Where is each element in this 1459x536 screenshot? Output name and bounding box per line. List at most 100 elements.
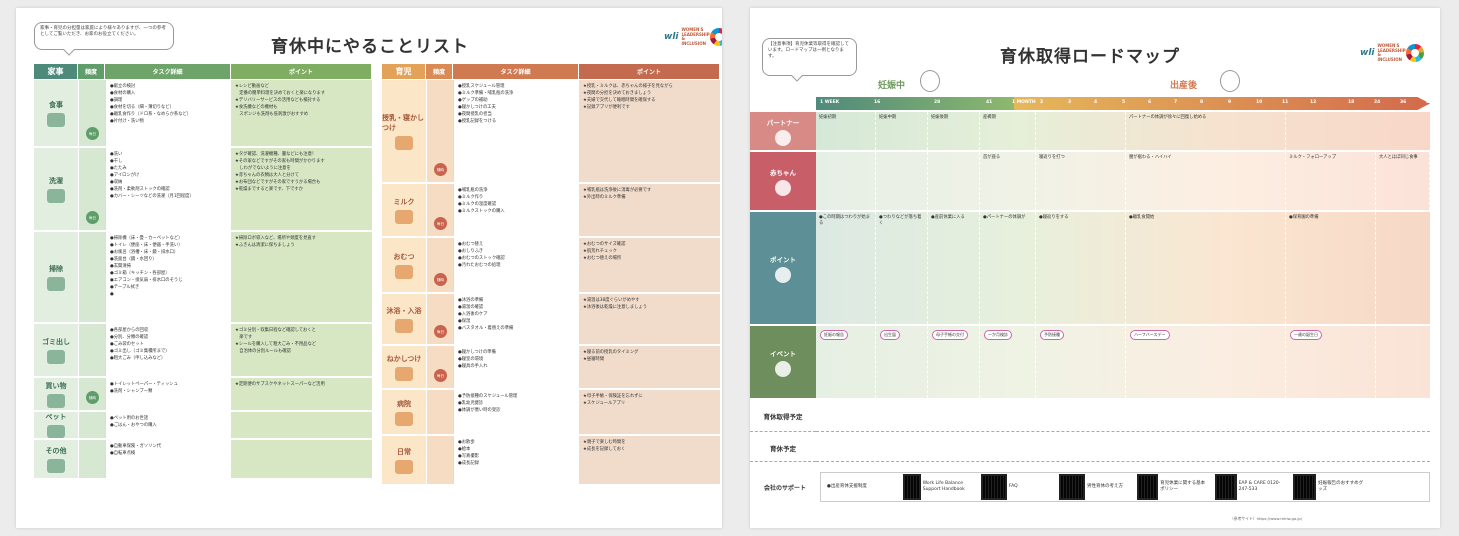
point-item: ★夫婦で交代して睡眠時間を確保する [583, 98, 656, 103]
task-item: ●ミルクの温度確認 [458, 202, 497, 207]
roadmap-row-label: ポイント [750, 212, 816, 324]
row-name: 赤ちゃん [770, 168, 796, 177]
childcare-header-freq: 頻度 [426, 64, 453, 79]
category-label: 病院 [382, 390, 426, 434]
task-item: ●ミルクストックの購入 [458, 209, 505, 214]
roadmap-cell-text: ●保育園の準備 [1289, 215, 1319, 220]
point-item: ★親子で楽しむ時間を [583, 440, 626, 445]
point-list: ★タグ確認、洗濯機種、量などにも注意！★その家などですがその家も時間がかかります… [231, 148, 372, 230]
task-item: ●分別、分類の確認 [110, 335, 149, 340]
frequency-badge: 毎日 [86, 127, 99, 140]
roadmap-cell-text: 一歳の誕生日 [1290, 330, 1322, 341]
support-item-label: Work Life Balance Support Handbook [922, 481, 965, 492]
task-item: ●成長記録 [458, 461, 479, 466]
point-item: ★記録アプリが便利です [583, 105, 630, 110]
roadmap-row: 赤ちゃん首が座る寝返りを打つ腰が据わる・ハイハイミルク・フォローアップ大人とほぼ… [750, 152, 1430, 210]
task-item: ●寝具の手入れ [458, 364, 488, 369]
point-item: ★タグ確認、洗濯機種、量などにも注意！ [235, 152, 317, 157]
roadmap-row-label: 育休取得予定 [750, 400, 816, 432]
row-name: 育休予定 [770, 444, 796, 453]
task-item: ●哺乳瓶の洗浄 [458, 188, 488, 193]
qr-code-icon [903, 474, 921, 500]
point-list: ★親子で楽しむ時間を ★成長を記録しておく [579, 436, 720, 484]
support-item[interactable]: 妊娠報告のおすすめグッズ [1292, 474, 1365, 500]
category-label: おむつ [382, 238, 426, 292]
category-label: 買い物 [34, 378, 78, 410]
task-item: ●片付け・洗い物 [110, 119, 144, 124]
support-item[interactable]: 男性育休の考え方 [1059, 474, 1131, 500]
roadmap-row-label: 赤ちゃん [750, 152, 816, 210]
roadmap-row-label: 育休予定 [750, 434, 816, 462]
row-avatar-icon [775, 360, 791, 377]
roadmap-title: 育休取得ロードマップ [1000, 47, 1180, 67]
roadmap-cell: パートナーの体調が徐々に回復し始める [1126, 112, 1286, 150]
housework-header-tasks: タスク詳細 [105, 64, 231, 79]
roadmap-cell-text: 一か月検診 [984, 330, 1012, 341]
support-item[interactable]: FAQ [981, 474, 1053, 500]
timeline-tick: 11 [1282, 100, 1289, 105]
timeline-tick: 8 [1200, 100, 1204, 105]
support-items: ●出産育休支援制度 Work Life Balance Support Handb… [820, 472, 1430, 502]
task-list: ●ペット用のお世話●ごはん・おやつの購入 [105, 412, 231, 438]
category-name: ペット [45, 413, 67, 421]
task-list: ●授乳スケジュール管理●ミルク準備・哺乳瓶の洗浄●ゲップの補助●寝かしつけの工夫… [453, 80, 579, 182]
category-label: その他 [34, 440, 78, 478]
table-row: 授乳・寝かしつけ随時●授乳スケジュール管理●ミルク準備・哺乳瓶の洗浄●ゲップの補… [382, 80, 720, 184]
timeline-tick: 3 [1068, 100, 1072, 105]
support-item[interactable]: ●出産育休支援制度 [827, 484, 897, 490]
table-row: ペット ●ペット用のお世話●ごはん・おやつの購入 [34, 412, 372, 440]
qr-code-icon [1292, 474, 1317, 500]
category-icon [47, 458, 65, 473]
roadmap-cell-text: ●寝返りをする [1039, 215, 1069, 220]
intro-note: 家事・育児の分担量は家庭により様々ありますが、一つの参考としてご覧いただき、お家… [34, 22, 174, 50]
frequency-cell: 毎日 [426, 346, 453, 388]
frequency-cell: 随時 [426, 238, 453, 292]
row-name: パートナー [766, 118, 800, 127]
point-item: ★肌荒れチェック [583, 249, 617, 254]
task-item: ●予防接種のスケジュール管理 [458, 394, 518, 399]
task-item: ●テーブル拭き [110, 285, 140, 290]
roadmap-cell: ●寝返りをする [1036, 212, 1126, 324]
pregnant-illustration-icon [920, 70, 940, 92]
roadmap-cell [928, 152, 980, 210]
point-item: ★成長を記録しておく [583, 447, 626, 452]
roadmap-cell: ハーフバースデー [1126, 326, 1286, 398]
childcare-header-tasks: タスク詳細 [453, 64, 579, 79]
support-item[interactable]: Work Life Balance Support Handbook [903, 474, 975, 500]
support-item[interactable]: 育児休業に関する基本ポリシー [1136, 474, 1209, 500]
point-item: ★夜間の分担を決めておきましょう [583, 91, 652, 96]
timeline-tick: 9 [1228, 100, 1232, 105]
category-icon [395, 459, 413, 474]
point-item: ★お布団などですがその家ですうかる場合も [235, 180, 321, 185]
roadmap-cell: 妊娠初期 [816, 112, 876, 150]
timeline-tick: 10 [1256, 100, 1263, 105]
roadmap-logo: wli WOMEN'S LEADERSHIP & INCLUSION [1360, 43, 1425, 62]
support-item-label: 育児休業に関する基本ポリシー [1160, 481, 1206, 492]
category-icon [47, 276, 65, 291]
frequency-cell: 随時 [426, 80, 453, 182]
roadmap-row: 育休予定 [750, 434, 1430, 462]
category-icon [47, 393, 65, 408]
roadmap-cell [876, 152, 928, 210]
roadmap-row-body: 妊娠初期妊娠中期妊娠後期産褥期パートナーの体調が徐々に回復し始める [816, 112, 1430, 150]
frequency-badge: 毎日 [86, 211, 99, 224]
task-item: ●写真撮影 [458, 454, 479, 459]
timeline-tick: 5 [1122, 100, 1126, 105]
point-item: 楽です [235, 335, 253, 340]
task-list: ●献立の検討●食材の購入●調理●食材を切る（細・薄切りなど）●離乳食作り（ドロ系… [105, 80, 231, 146]
roadmap-cell-text: 妊娠中期 [879, 115, 897, 120]
category-name: 洗濯 [49, 176, 63, 185]
frequency-badge: 随時 [434, 163, 447, 176]
row-avatar-icon [775, 266, 791, 283]
roadmap-cell: 妊娠後期 [928, 112, 980, 150]
roadmap-cell: 大人とほぼ同じ食事 [1376, 152, 1430, 210]
roadmap-cell [1036, 112, 1126, 150]
support-item[interactable]: EAP & CARE 0120-247-533 [1215, 474, 1287, 500]
frequency-cell [78, 440, 105, 478]
sdg-wheel-icon [710, 28, 722, 46]
roadmap-cell: 腰が据わる・ハイハイ [1126, 152, 1286, 210]
frequency-cell: 毎日 [78, 148, 105, 230]
task-item: ●お風呂（浴槽・床・鏡・排水口） [110, 250, 179, 255]
childcare-header-cat: 育児 [382, 64, 426, 79]
point-list: ★母子手帳・保険証を忘れずに★スケジュールアプリ [579, 390, 720, 434]
